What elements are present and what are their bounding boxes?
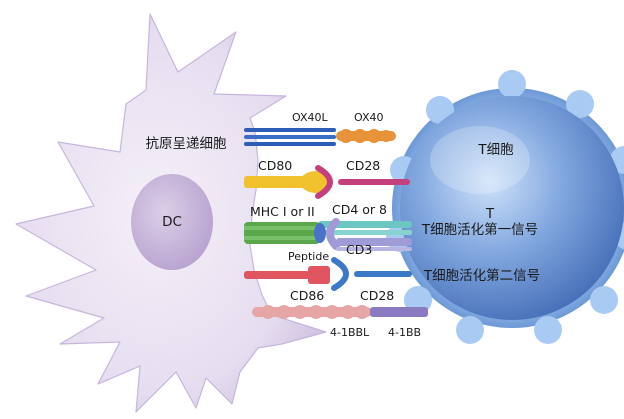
first-signal-label: T细胞活化第一信号: [421, 221, 538, 238]
4-1bb-receptor: [370, 307, 428, 317]
4-1bb-label: 4-1BB: [388, 326, 421, 339]
cd4-8-receptor: [318, 221, 412, 235]
cd28-top-receptor: [315, 165, 410, 199]
peptide: [314, 223, 326, 243]
cd86-label: CD86: [290, 288, 324, 303]
second-signal-label: T细胞活化第二信号: [423, 267, 540, 284]
t-cell: [386, 70, 624, 344]
ox40-label: OX40: [354, 111, 384, 124]
cd28-bottom-receptor: [331, 257, 412, 291]
4-1bbl-label: 4-1BBL: [330, 326, 370, 339]
t-cell-label: T细胞: [477, 142, 514, 158]
cd80-label: CD80: [258, 158, 292, 173]
cd4-8-label: CD4 or 8: [332, 202, 387, 217]
cd3-tcr-receptor: [326, 218, 412, 251]
cd3-label: CD3: [346, 242, 372, 257]
dc-cell-label: 抗原呈递细胞: [146, 136, 227, 152]
ox40-receptor: [336, 129, 396, 143]
cd28-top-label: CD28: [346, 158, 380, 173]
cd86-molecule: [244, 266, 330, 284]
t-nucleus-label: T: [485, 206, 495, 222]
dc-nucleus: [131, 174, 213, 270]
4-1bbl-molecule: [252, 305, 372, 319]
dc-nucleus-label: DC: [162, 214, 182, 230]
cd80-molecule: [244, 171, 332, 193]
cd28-bottom-label: CD28: [360, 288, 394, 303]
ox40l-label: OX40L: [292, 111, 328, 124]
mhc-label: MHC I or II: [250, 204, 315, 219]
mhc-molecule: [244, 222, 320, 244]
ox40l-molecule: [244, 128, 336, 146]
peptide-label: Peptide: [288, 250, 329, 263]
